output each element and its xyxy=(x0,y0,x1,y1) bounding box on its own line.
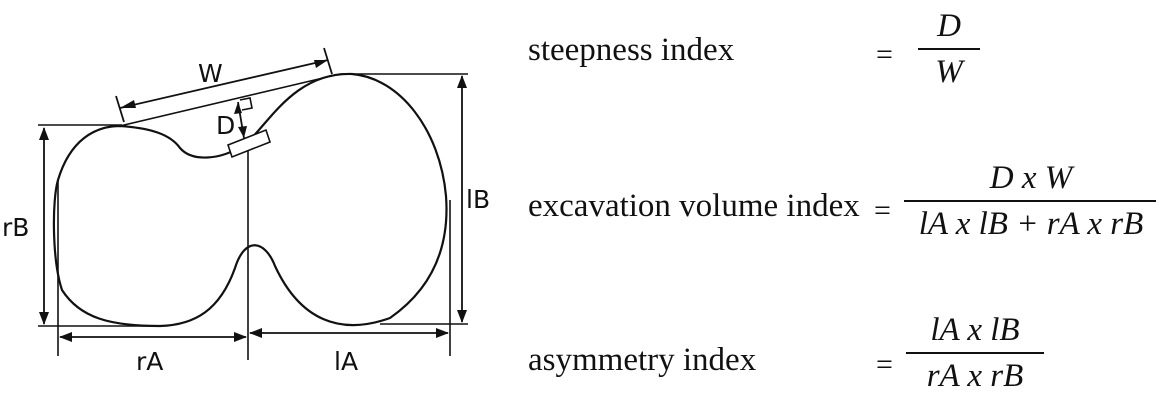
label-la: lA xyxy=(334,347,358,376)
ra-arrowhead-right xyxy=(234,332,247,342)
fraction: lA x lB rA x rB xyxy=(906,312,1044,395)
lb-arrowhead-top xyxy=(457,75,467,88)
w-arrow xyxy=(119,59,329,109)
equals-sign: = xyxy=(876,348,893,381)
label-rb: rB xyxy=(2,213,29,242)
formula-name: asymmetry index xyxy=(528,342,757,378)
d-arrowhead-top xyxy=(234,102,242,114)
denominator: rA x rB xyxy=(926,358,1024,395)
numerator: D x W xyxy=(989,160,1073,196)
peak-connector xyxy=(119,73,341,127)
label-lb: lB xyxy=(466,185,490,214)
trochlea-diagram: W D rB lB rA lA xyxy=(2,47,490,376)
fraction-bar xyxy=(918,48,980,51)
fraction: D W xyxy=(918,8,980,91)
numerator: D xyxy=(937,8,961,44)
equals-sign: = xyxy=(874,194,891,227)
la-arrowhead-left xyxy=(249,328,262,338)
rb-arrowhead-top xyxy=(39,127,49,140)
w-arrowhead-right xyxy=(314,60,328,68)
formula-name: excavation volume index xyxy=(528,188,860,224)
w-arrowhead-left xyxy=(120,100,136,108)
label-w: W xyxy=(198,59,223,88)
label-ra: rA xyxy=(136,347,163,376)
w-tick-right xyxy=(323,47,333,75)
d-arrowhead-bottom xyxy=(238,126,247,138)
rb-arrowhead-bottom xyxy=(39,312,49,325)
right-angle-marker xyxy=(239,97,253,111)
label-d: D xyxy=(216,111,235,140)
formula-name: steepness index xyxy=(528,32,735,68)
w-tick-left xyxy=(115,95,125,123)
denominator: W xyxy=(935,54,963,91)
fraction-bar xyxy=(906,352,1044,355)
fraction-bar xyxy=(904,200,1156,203)
la-arrowhead-right xyxy=(436,328,449,338)
lb-arrowhead-bottom xyxy=(457,310,467,323)
ra-arrowhead-left xyxy=(59,332,72,342)
denominator: lA x lB + rA x rB xyxy=(918,206,1144,243)
equals-sign: = xyxy=(876,38,893,71)
trough-rectangle xyxy=(227,128,271,159)
bilobed-outline xyxy=(52,72,448,328)
numerator: lA x lB xyxy=(930,312,1020,348)
fraction: D x W lA x lB + rA x rB xyxy=(904,160,1156,243)
